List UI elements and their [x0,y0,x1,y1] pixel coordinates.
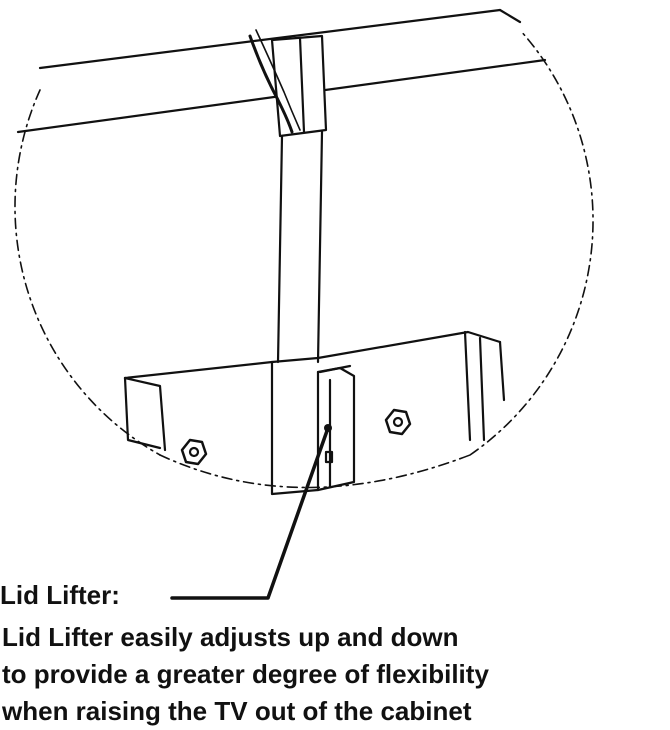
callout-description-line: when raising the TV out of the cabinet [2,696,472,726]
detail-circle [14,29,594,456]
callout-description-line: to provide a greater degree of flexibili… [2,659,489,689]
callout-leader-line [170,426,330,600]
callout-title: Lid Lifter: [0,580,120,610]
detail-circle-bottom [159,454,471,489]
adjustment-slot [324,450,334,464]
mounting-bracket [123,330,506,496]
bolt-icon [384,408,412,436]
lift-arm [248,29,328,364]
bolt-icon [180,438,208,466]
callout-description-line: Lid Lifter easily adjusts up and down [2,622,459,652]
